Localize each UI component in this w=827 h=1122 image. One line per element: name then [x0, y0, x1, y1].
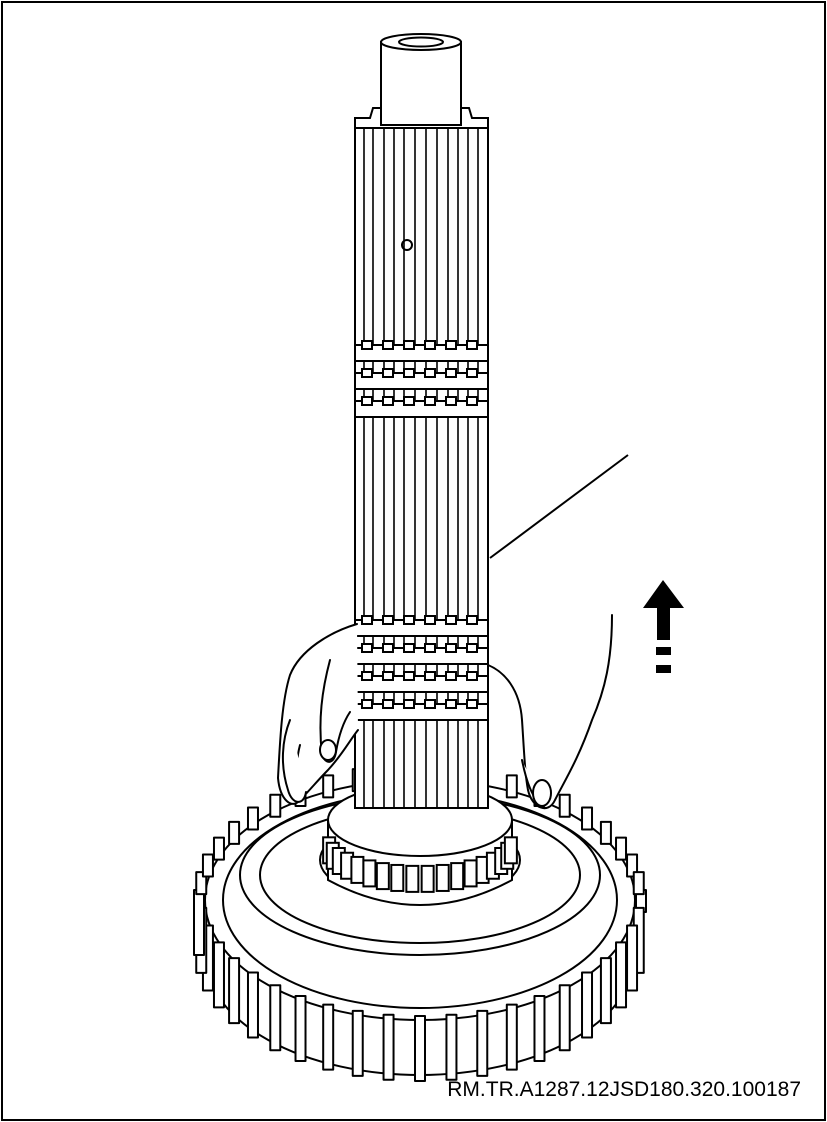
spline-notch	[424, 671, 436, 681]
leader-line	[489, 454, 629, 559]
gear-tooth	[476, 1009, 489, 1077]
spline-notch	[361, 643, 373, 653]
spline-notch	[466, 340, 478, 350]
spline-notch	[361, 671, 373, 681]
spline-notch	[403, 699, 415, 709]
gear-tooth	[581, 806, 594, 831]
upward-arrow-icon	[643, 580, 684, 673]
spline-notch	[382, 643, 394, 653]
gear-tooth	[445, 1013, 458, 1081]
spline-bands	[354, 340, 489, 721]
gear-tooth	[351, 1009, 364, 1077]
hub-tooth	[390, 863, 405, 892]
gear-tooth	[269, 984, 282, 1052]
gear-tooth	[505, 1003, 518, 1071]
spline-notch	[361, 396, 373, 406]
spline-notch	[466, 699, 478, 709]
spline-notch	[466, 643, 478, 653]
hub-tooth	[362, 859, 377, 888]
gear-tooth	[246, 806, 259, 831]
gear-tooth	[382, 1013, 395, 1081]
spline-notch	[403, 396, 415, 406]
spline-notch	[424, 368, 436, 378]
spline-notch	[403, 643, 415, 653]
spline-notch	[382, 699, 394, 709]
spline-notch	[424, 340, 436, 350]
spline-notch	[382, 368, 394, 378]
spline-notch	[382, 340, 394, 350]
spline-notch	[445, 615, 457, 625]
gear-tooth	[212, 836, 225, 861]
gear-tooth	[228, 820, 241, 845]
spline-notch	[424, 396, 436, 406]
gear-tooth	[599, 957, 612, 1025]
shaft-splines	[363, 128, 479, 808]
hub-tooth	[405, 864, 420, 893]
spline-notch	[361, 699, 373, 709]
spline-notch	[445, 340, 457, 350]
spline-notch	[403, 615, 415, 625]
hub-tooth	[375, 862, 390, 891]
spline-notch	[466, 368, 478, 378]
spline-notch	[466, 396, 478, 406]
spline-notch	[382, 396, 394, 406]
gear-tooth	[246, 971, 259, 1039]
gear-tooth	[615, 836, 628, 861]
left-hand	[277, 623, 359, 805]
gear-tooth	[195, 871, 208, 896]
spline-notch	[445, 396, 457, 406]
spline-notch	[424, 643, 436, 653]
spline-notch	[361, 615, 373, 625]
spline-notch	[361, 368, 373, 378]
gear-tooth	[599, 820, 612, 845]
main-shaft	[354, 33, 489, 809]
gear-tooth	[322, 774, 335, 799]
gear-tooth	[558, 793, 571, 818]
hub-teeth	[322, 836, 518, 893]
spline-notch	[382, 615, 394, 625]
gear-tooth	[581, 971, 594, 1039]
spline-notch	[466, 671, 478, 681]
hub-tooth	[350, 855, 365, 884]
gear-tooth	[626, 924, 639, 992]
figure-reference-code: RM.TR.A1287.12JSD180.320.100187	[447, 1078, 801, 1101]
spline-notch	[445, 671, 457, 681]
gear-tooth	[615, 941, 628, 1009]
spline-notch	[361, 340, 373, 350]
gear-tooth	[505, 774, 518, 799]
gear-tooth	[294, 994, 307, 1062]
gear-tooth	[228, 957, 241, 1025]
gear-tooth	[269, 793, 282, 818]
gear-tooth	[201, 853, 214, 878]
hub-tooth	[503, 836, 518, 865]
hub-tooth	[420, 864, 435, 893]
hub-tooth	[450, 862, 465, 891]
spline-notch	[382, 671, 394, 681]
gear-tooth	[212, 941, 225, 1009]
spline-notch	[445, 643, 457, 653]
gear-tooth	[632, 871, 645, 896]
gear-tooth	[414, 1015, 426, 1082]
spline-notch	[403, 340, 415, 350]
gear-tooth	[193, 889, 205, 956]
spline-notch	[403, 368, 415, 378]
hub-tooth	[435, 863, 450, 892]
spline-notch	[445, 368, 457, 378]
spline-notch	[424, 699, 436, 709]
spline-notch	[424, 615, 436, 625]
gear-tooth	[533, 994, 546, 1062]
spline-notch	[466, 615, 478, 625]
right-hand	[487, 614, 613, 810]
gear-tooth	[626, 853, 639, 878]
hub-tooth	[463, 859, 478, 888]
spline-notch	[403, 671, 415, 681]
gear-tooth	[558, 984, 571, 1052]
spline-notch	[445, 699, 457, 709]
gear-tooth	[322, 1003, 335, 1071]
